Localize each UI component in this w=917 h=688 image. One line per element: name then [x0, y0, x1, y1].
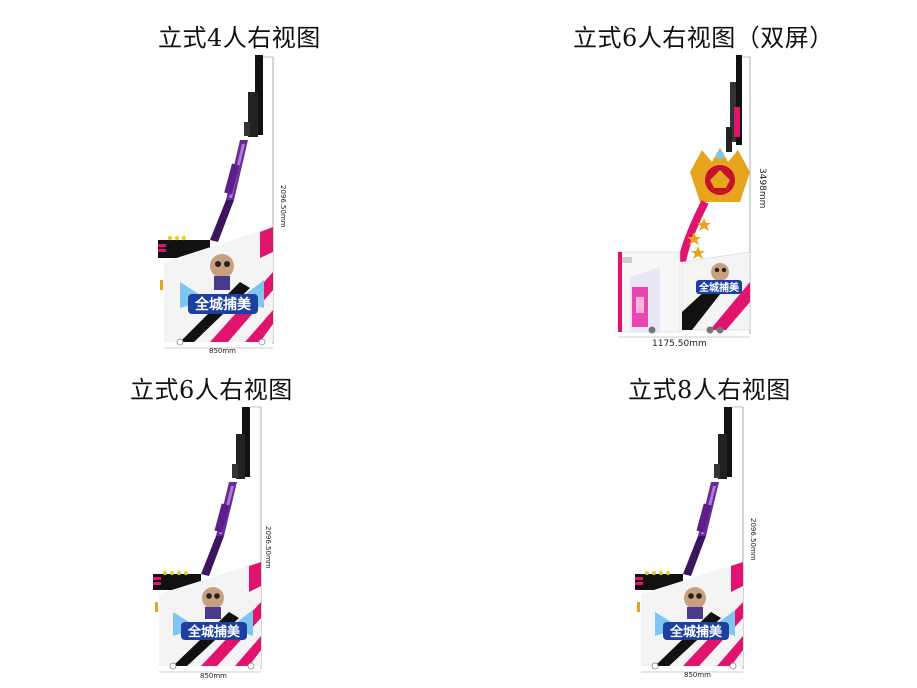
cabinet-side-view-8p: 全城捕美 [635, 406, 744, 673]
logo-text-6p: 全城捕美 [187, 624, 241, 640]
height-dim-6p: 2096.50mm [264, 526, 272, 569]
height-dim-4p: 2096.50mm [279, 185, 287, 228]
cabinet-side-view-6p-dual: 全城捕美 [617, 55, 751, 338]
width-dim-6p: 850mm [200, 672, 227, 680]
view-title-8p: 立式8人右视图 [628, 376, 791, 404]
height-dim-6p-dual: 3498mm [757, 168, 767, 209]
logo-text-8p: 全城捕美 [669, 624, 723, 640]
view-title-6p-dual: 立式6人右视图（双屏） [573, 24, 834, 52]
width-dim-4p: 850mm [209, 347, 236, 355]
height-dim-8p: 2096.50mm [749, 518, 757, 561]
logo-text-6p-dual: 全城捕美 [698, 281, 740, 294]
width-dim-6p-dual: 1175.50mm [652, 339, 707, 349]
view-title-4p: 立式4人右视图 [158, 24, 321, 52]
cabinet-side-view-6p: 全城捕美 [153, 406, 262, 673]
width-dim-8p: 850mm [684, 671, 711, 679]
view-title-6p: 立式6人右视图 [130, 376, 293, 404]
logo-text-4p: 全城捕美 [194, 296, 252, 313]
cabinet-side-view-4p: 全城捕美 [158, 55, 274, 349]
